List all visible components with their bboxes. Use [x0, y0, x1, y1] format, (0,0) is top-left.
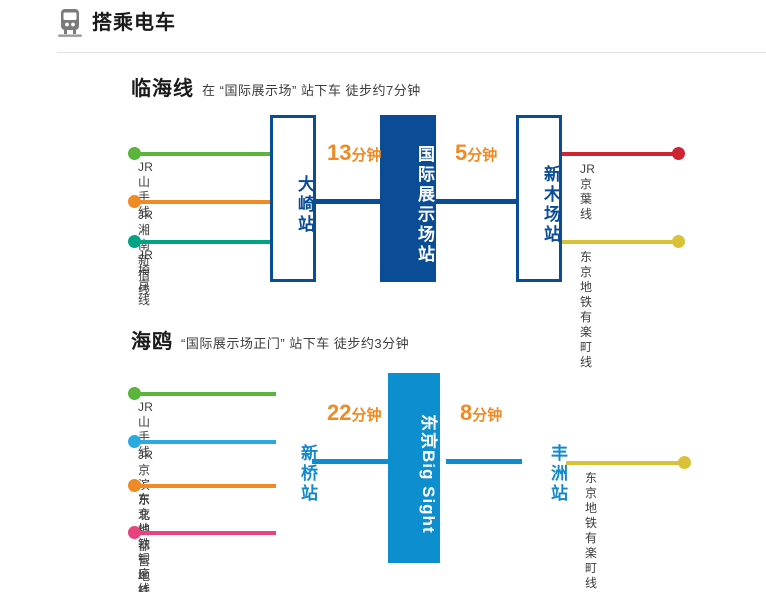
- station-name: 大崎站: [295, 174, 314, 235]
- train-icon: [57, 8, 83, 38]
- branch-line: [136, 440, 276, 444]
- station-name: 国际展示场站: [415, 144, 434, 265]
- branch-line: [136, 531, 276, 535]
- station-box: 丰洲站: [520, 373, 567, 563]
- page-header: 搭乘电车: [57, 8, 176, 38]
- page-title: 搭乘电车: [92, 12, 176, 34]
- branch-line: [566, 461, 686, 465]
- station-box: 大崎站: [270, 115, 316, 282]
- duration-label: 5分钟: [455, 140, 497, 166]
- duration-label: 8分钟: [460, 400, 502, 426]
- connector-segment: [312, 459, 390, 464]
- duration-number: 22: [327, 400, 352, 425]
- connector-segment: [312, 199, 382, 204]
- connector-segment: [434, 199, 518, 204]
- branch-line: [136, 392, 276, 396]
- branch-endpoint-dot: [128, 479, 141, 492]
- branch-endpoint-dot: [128, 526, 141, 539]
- station-box: 东京Big Sight: [388, 373, 440, 563]
- station-box: 国际展示场站: [380, 115, 436, 282]
- section-name: 临海线: [131, 78, 194, 100]
- section-heading-yurikamome: 海鸥 “国际展示场正门” 站下车 徒步约3分钟: [131, 325, 409, 354]
- branch-endpoint-dot: [678, 456, 691, 469]
- station-box: 新桥站: [270, 373, 317, 563]
- branch-line: [136, 152, 276, 156]
- connector-segment: [446, 459, 522, 464]
- section-name: 海鸥: [131, 331, 173, 353]
- branch-endpoint-dot: [128, 387, 141, 400]
- duration-label: 22分钟: [327, 400, 382, 426]
- branch-endpoint-dot: [128, 195, 141, 208]
- branch-label: 东京地铁 有楽町线: [585, 471, 598, 590]
- branch-label: 都营地铁: [138, 539, 151, 592]
- branch-endpoint-dot: [128, 235, 141, 248]
- branch-label: JR京滨东北线: [138, 448, 154, 537]
- duration-unit: 分钟: [467, 147, 498, 164]
- branch-label: 东京地铁 有楽町线: [580, 250, 593, 369]
- station-box: 新木场站: [516, 115, 562, 282]
- branch-endpoint-dot: [672, 235, 685, 248]
- branch-endpoint-dot: [128, 147, 141, 160]
- branch-line: [560, 240, 680, 244]
- section-heading-rinkai: 临海线 在 “国际展示场” 站下车 徒步约7分钟: [131, 72, 421, 101]
- branch-label: JR京葉线: [580, 162, 596, 221]
- station-name: 东京Big Sight: [419, 414, 438, 534]
- header-divider: [57, 52, 766, 53]
- duration-unit: 分钟: [351, 407, 382, 424]
- duration-unit: 分钟: [472, 407, 503, 424]
- duration-number: 5: [455, 140, 468, 165]
- branch-line: [136, 240, 276, 244]
- section-note: 在 “国际展示场” 站下车 徒步约7分钟: [202, 83, 421, 98]
- branch-line: [136, 484, 276, 488]
- duration-unit: 分钟: [351, 147, 382, 164]
- section-note: “国际展示场正门” 站下车 徒步约3分钟: [181, 336, 410, 351]
- station-name: 丰洲站: [548, 444, 567, 504]
- duration-label: 13分钟: [327, 140, 382, 166]
- station-name: 新木场站: [541, 164, 560, 245]
- branch-line: [136, 200, 276, 204]
- branch-label: JR埼京线: [138, 248, 154, 307]
- branch-line: [560, 152, 680, 156]
- branch-endpoint-dot: [128, 435, 141, 448]
- station-name: 新桥站: [298, 444, 317, 504]
- duration-number: 13: [327, 140, 352, 165]
- branch-endpoint-dot: [672, 147, 685, 160]
- duration-number: 8: [460, 400, 473, 425]
